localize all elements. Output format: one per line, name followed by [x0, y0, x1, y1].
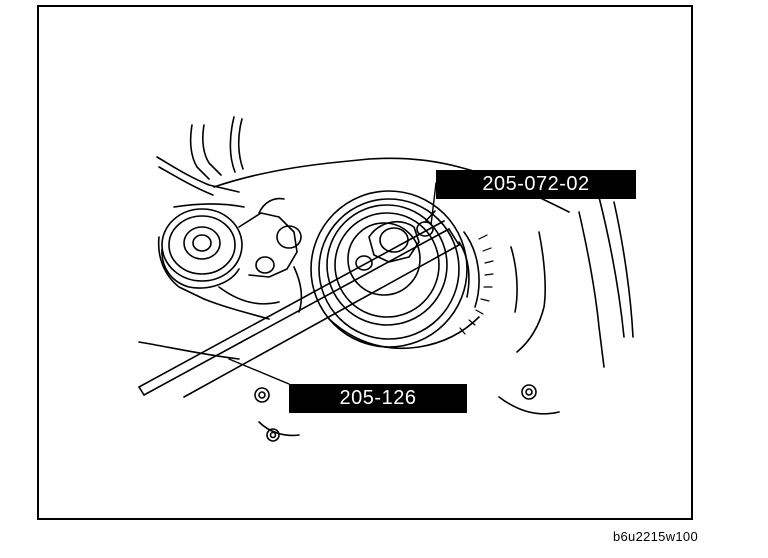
- diagram-frame: 205-072-02 205-126: [37, 5, 693, 520]
- tensioner-pulley: [161, 197, 303, 313]
- leader-lines: [228, 182, 437, 385]
- tool-label-205-126: 205-126: [289, 384, 467, 413]
- long-bar: [138, 220, 460, 398]
- bolts: [254, 384, 537, 442]
- tool-label-205-072-02: 205-072-02: [436, 170, 636, 199]
- holder-tool: [355, 210, 436, 271]
- figure-code: b6u2215w100: [613, 529, 698, 544]
- crankshaft-pulley: [310, 190, 494, 350]
- engine-illustration: [138, 116, 634, 442]
- engine-outline: [138, 116, 634, 437]
